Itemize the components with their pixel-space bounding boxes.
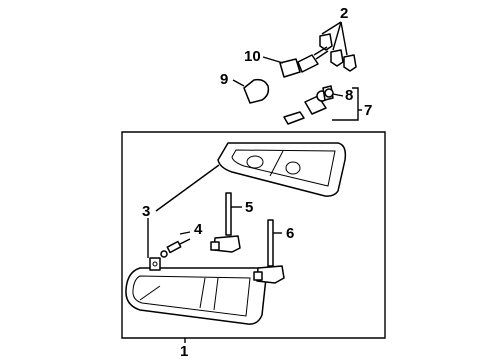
callout-7: 7 [364,102,372,119]
callout-2: 2 [340,5,348,22]
callout-1: 1 [180,343,188,360]
callout-3: 3 [142,203,150,220]
marker-socket [324,88,334,98]
callout-5: 5 [245,199,253,216]
side-marker-lamp [217,142,347,197]
assembly-frame [121,131,386,339]
turn-signal-socket [279,46,329,78]
headlamp-bulb-upper [210,192,241,253]
bulb-retainer-clips [319,33,357,72]
callout-10: 10 [244,48,261,65]
callout-9: 9 [220,71,228,88]
leader-lines [147,21,362,343]
headlamp-bulb-lower [253,219,285,284]
small-wedge-bulb [243,78,270,104]
callout-8: 8 [345,87,353,104]
callout-6: 6 [286,225,294,242]
adjuster-screw [160,238,191,258]
headlamp-assembly [125,257,267,325]
callout-4: 4 [194,221,203,238]
